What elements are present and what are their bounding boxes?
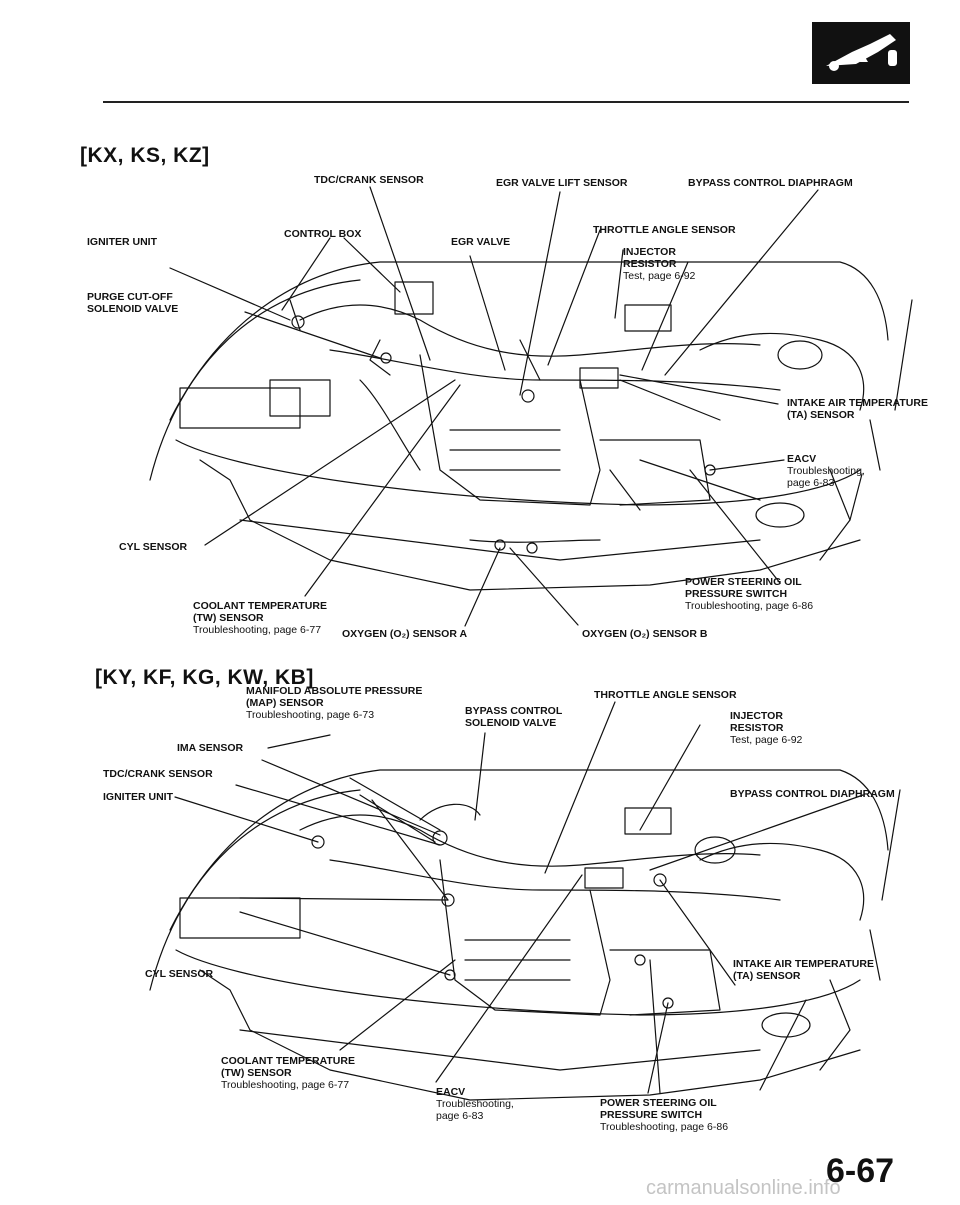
label-tdc-crank-sensor: TDC/CRANK SENSOR: [103, 768, 213, 780]
label-bypass-control-solenoid: SOLENOID VALVE: [465, 717, 557, 729]
label-egr-valve-lift-sensor: EGR VALVE LIFT SENSOR: [496, 177, 628, 189]
watermark: carmanualsonline.info: [646, 1177, 841, 1199]
label-egr-valve: EGR VALVE: [451, 236, 511, 248]
label-intake-air-temp-sensor: (TA) SENSOR: [733, 970, 801, 982]
label-eacv: EACV: [787, 453, 817, 465]
label-coolant-troubleshooting: Troubleshooting, page 6-77: [193, 624, 322, 636]
label-intake-air-temp-sensor: INTAKE AIR TEMPERATURE: [733, 958, 874, 970]
label-power-steering-switch: POWER STEERING OIL: [600, 1097, 717, 1109]
label-injector-resistor: RESISTOR: [623, 258, 677, 270]
label-purge-cut-off-solenoid: SOLENOID VALVE: [87, 303, 179, 315]
header-divider: [103, 101, 909, 103]
label-ima-sensor: IMA SENSOR: [177, 742, 244, 754]
label-injector-test-ref: Test, page 6-92: [623, 270, 696, 282]
label-injector-resistor: INJECTOR: [730, 710, 783, 722]
label-map-sensor: MANIFOLD ABSOLUTE PRESSURE: [246, 685, 423, 697]
label-intake-air-temp-sensor: (TA) SENSOR: [787, 409, 855, 421]
label-bypass-control-diaphragm: BYPASS CONTROL DIAPHRAGM: [688, 177, 853, 189]
label-power-steering-switch: PRESSURE SWITCH: [600, 1109, 703, 1121]
label-injector-test-ref: Test, page 6-92: [730, 734, 803, 746]
label-coolant-temp-sensor: (TW) SENSOR: [221, 1067, 292, 1079]
label-intake-air-temp-sensor: INTAKE AIR TEMPERATURE: [787, 397, 928, 409]
label-tdc-crank-sensor: TDC/CRANK SENSOR: [314, 174, 424, 186]
label-oxygen-sensor-a: OXYGEN (O₂) SENSOR A: [342, 628, 468, 640]
label-igniter-unit: IGNITER UNIT: [87, 236, 157, 248]
label-purge-cut-off-solenoid: PURGE CUT-OFF: [87, 291, 173, 303]
page-number: 6-67: [826, 1152, 895, 1190]
label-cyl-sensor: CYL SENSOR: [145, 968, 214, 980]
label-igniter-unit: IGNITER UNIT: [103, 791, 173, 803]
label-throttle-angle-sensor: THROTTLE ANGLE SENSOR: [594, 689, 737, 701]
label-coolant-temp-sensor: COOLANT TEMPERATURE: [221, 1055, 355, 1067]
label-coolant-temp-sensor: (TW) SENSOR: [193, 612, 264, 624]
label-power-steering-troubleshooting: Troubleshooting, page 6-86: [685, 600, 814, 612]
label-eacv-troubleshooting: page 6-83: [436, 1110, 484, 1122]
label-bypass-control-solenoid: BYPASS CONTROL: [465, 705, 563, 717]
label-power-steering-switch: POWER STEERING OIL: [685, 576, 802, 588]
label-control-box: CONTROL BOX: [284, 228, 362, 240]
section-heading-ky-kf-kg-kw-kb: [KY, KF, KG, KW, KB]: [95, 666, 314, 689]
label-bypass-control-diaphragm: BYPASS CONTROL DIAPHRAGM: [730, 788, 895, 800]
section-heading-kx-ks-kz: [KX, KS, KZ]: [80, 144, 210, 167]
label-cyl-sensor: CYL SENSOR: [119, 541, 188, 553]
label-eacv-troubleshooting: Troubleshooting,: [436, 1098, 514, 1110]
label-injector-resistor: INJECTOR: [623, 246, 676, 258]
label-coolant-temp-sensor: COOLANT TEMPERATURE: [193, 600, 327, 612]
label-map-sensor: (MAP) SENSOR: [246, 697, 324, 709]
label-throttle-angle-sensor: THROTTLE ANGLE SENSOR: [593, 224, 736, 236]
label-eacv: EACV: [436, 1086, 466, 1098]
label-injector-resistor: RESISTOR: [730, 722, 784, 734]
label-oxygen-sensor-b: OXYGEN (O₂) SENSOR B: [582, 628, 708, 640]
label-power-steering-switch: PRESSURE SWITCH: [685, 588, 788, 600]
label-map-troubleshooting: Troubleshooting, page 6-73: [246, 709, 375, 721]
label-eacv-troubleshooting: page 6-83: [787, 477, 835, 489]
label-power-steering-troubleshooting: Troubleshooting, page 6-86: [600, 1121, 729, 1133]
engine-emission-icon: [812, 22, 910, 84]
label-eacv-troubleshooting: Troubleshooting,: [787, 465, 865, 477]
label-coolant-troubleshooting: Troubleshooting, page 6-77: [221, 1079, 350, 1091]
